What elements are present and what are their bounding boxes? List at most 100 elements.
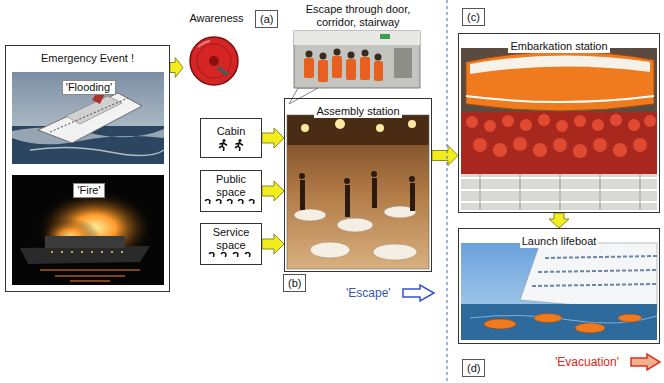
- panel-tag: (b): [283, 274, 306, 292]
- block-arrow: [170, 58, 183, 78]
- launch-photo-part-part: [484, 319, 516, 329]
- space-box: Service space: [200, 223, 262, 265]
- embarkation-photo-part-part: [466, 116, 478, 128]
- block-arrow: [262, 234, 284, 254]
- station-panel: Launch lifeboat: [458, 228, 660, 344]
- escape-arrow: [403, 285, 434, 301]
- launch-photo-part: [461, 304, 657, 340]
- fire-photo-part-part: [71, 251, 73, 253]
- fire-photo-part: [40, 270, 140, 281]
- embarkation-photo-part-part: [633, 138, 647, 152]
- fire-photo-part-part: [101, 251, 103, 253]
- node-title: Escape through door, corridor, stairway: [293, 3, 423, 29]
- assembly-photo-part-part: [300, 180, 305, 210]
- assembly-photo-part-part: [372, 178, 377, 208]
- embarkation-photo-part-part: [538, 114, 550, 126]
- fire-photo-part-part: [91, 251, 93, 253]
- launch-photo-part: [532, 256, 657, 286]
- block-arrow: [262, 181, 284, 201]
- assembly-photo-part: [287, 115, 429, 269]
- space-box: Cabin: [200, 118, 262, 158]
- assembly-photo-part-part: [408, 120, 416, 128]
- embarkation-photo-part: [470, 55, 650, 74]
- escape-photo-part: [380, 34, 390, 39]
- fire-photo: [12, 175, 164, 285]
- embarkation-photo-part: [461, 178, 657, 202]
- assembly-photo-part-part: [410, 183, 415, 211]
- node-title: Awareness: [187, 12, 245, 25]
- embarkation-photo-part-part: [473, 138, 487, 152]
- node-title: Public space: [204, 173, 258, 199]
- embarkation-photo-part-part: [533, 143, 547, 157]
- flooding-photo-part: [50, 98, 128, 132]
- evacuation-arrow: [631, 354, 660, 370]
- fire-photo-part: [51, 251, 123, 253]
- fire-photo-part-part: [81, 251, 83, 253]
- embarkation-photo-part-part: [484, 120, 496, 132]
- escape-photo-part: [394, 48, 412, 78]
- escape-photo-part: [304, 56, 383, 82]
- embarkation-photo-part-part: [493, 143, 507, 157]
- assembly-photo-part: [301, 119, 416, 132]
- node-title: Launch lifeboat: [520, 235, 599, 248]
- launch-photo-part-part: [575, 323, 605, 333]
- assembly-photo-part-part: [337, 218, 373, 232]
- embarkation-photo-part: [461, 48, 657, 210]
- node-title: Assembly station: [314, 105, 401, 118]
- launch-photo-part: [484, 314, 642, 334]
- assembly-photo-part-part: [376, 124, 384, 132]
- assembly-photo-part-part: [345, 185, 350, 217]
- embarkation-photo-part-part: [573, 144, 587, 158]
- escape-photo-part-part: [362, 50, 369, 57]
- embarkation-photo-part-part: [592, 119, 604, 131]
- fire-photo-part: [12, 175, 164, 285]
- embarkation-photo-part-part: [628, 119, 640, 131]
- escape-photo-part-part: [348, 52, 355, 59]
- assembly-photo-part-part: [310, 242, 350, 258]
- assembly-photo-part-part: [299, 173, 305, 179]
- embarkation-photo-part-part: [513, 137, 527, 151]
- node-title: Embarkation station: [508, 40, 609, 53]
- alarm-bell-part: [209, 56, 219, 66]
- panel-tag: (d): [462, 359, 485, 377]
- fire-photo-part-part: [51, 251, 53, 253]
- embarkation-photo-part: [466, 96, 654, 102]
- photo-panel: 'Fire': [13, 176, 165, 286]
- alarm-bell-part: [217, 66, 229, 76]
- escape-photo-part-part: [320, 53, 327, 60]
- fire-photo-part: [20, 246, 150, 264]
- embarkation-photo-part-part: [644, 115, 656, 127]
- escape-photo-part: [289, 88, 318, 104]
- embarkation-photo-part-part: [610, 114, 622, 126]
- people-icons-part: [236, 139, 243, 150]
- node-title: Cabin: [215, 125, 248, 138]
- assembly-photo-part-part: [409, 176, 415, 182]
- alarm-bell-part: [198, 41, 210, 47]
- node-title: Service space: [204, 226, 258, 252]
- flooding-photo-part: [30, 147, 164, 155]
- assembly-photo-part: [299, 171, 415, 217]
- escape-photo-part-part: [306, 51, 313, 58]
- launch-photo-part-part: [534, 314, 562, 323]
- launch-photo-part: [520, 243, 657, 312]
- panel-tag: (a): [255, 10, 278, 28]
- people-icons-part: [220, 139, 227, 150]
- flooding-photo-part: [38, 93, 142, 143]
- assembly-photo-part-part: [301, 124, 309, 132]
- escape-photo-part: [294, 31, 420, 45]
- flooding-photo-part: [12, 72, 164, 164]
- escape-photo-part-part: [346, 59, 356, 80]
- space-box: Public space: [200, 170, 262, 212]
- assembly-photo-part: [287, 115, 429, 145]
- escape-photo: [289, 31, 420, 104]
- escape-photo-part-part: [332, 56, 342, 78]
- launch-photo-part-part: [618, 314, 642, 322]
- assembly-photo-part: [287, 115, 429, 269]
- assembly-photo-part-part: [294, 209, 326, 221]
- callout-photo: Escape through door, corridor, stairway: [290, 1, 426, 90]
- divider-line: [447, 0, 448, 383]
- assembly-photo: [287, 115, 429, 269]
- station-panel: Embarkation station: [458, 33, 660, 213]
- event-panel: Emergency Event !'Flooding''Fire': [5, 45, 170, 292]
